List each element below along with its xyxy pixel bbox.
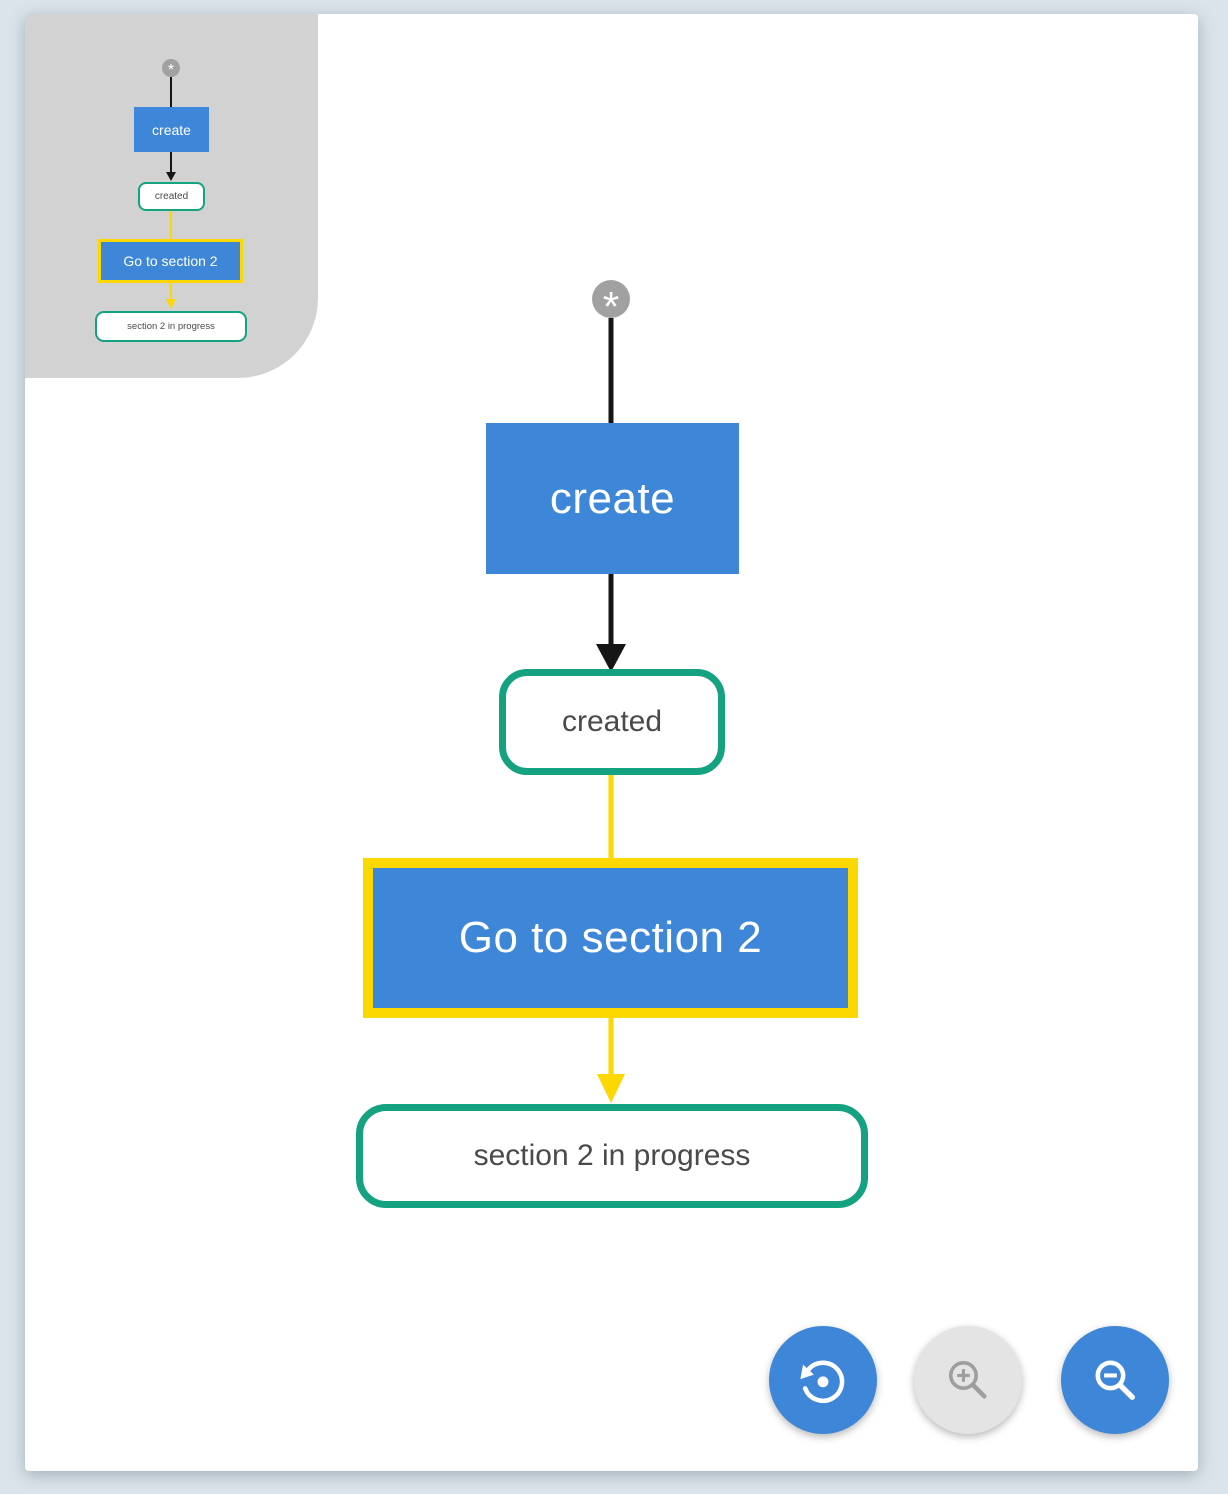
zoom-out-button[interactable]: [1061, 1326, 1169, 1434]
zoom-in-button[interactable]: [914, 1326, 1022, 1434]
restore-view-icon: [800, 1360, 845, 1404]
minimap-transition-label: create: [152, 121, 191, 138]
minimap-transition-label: Go to section 2: [123, 253, 218, 269]
minimap[interactable]: * create created Go to section 2 section…: [25, 14, 318, 378]
minimap-arrowhead-create-created: [166, 172, 176, 181]
minimap-arrowhead-goto-s2ip: [166, 299, 176, 309]
minimap-state-node-section-2-in-progress: section 2 in progress: [95, 311, 247, 342]
start-node[interactable]: *: [592, 280, 630, 327]
state-label: created: [561, 705, 663, 738]
transition-label: create: [549, 473, 676, 523]
state-node-section-2-in-progress[interactable]: section 2 in progress: [356, 1104, 868, 1208]
transition-node-go-to-section-2[interactable]: Go to section 2: [363, 858, 858, 1018]
minimap-start-node: *: [162, 59, 180, 79]
reset-view-button[interactable]: [769, 1326, 877, 1434]
state-node-created[interactable]: created: [499, 669, 725, 775]
transition-label: Go to section 2: [458, 913, 763, 962]
zoom-out-icon: [1095, 1360, 1135, 1400]
minimap-state-label: section 2 in progress: [127, 321, 215, 332]
minimap-transition-node-create: create: [134, 107, 209, 152]
state-label: section 2 in progress: [473, 1139, 751, 1172]
minimap-transition-node-go-to-section-2: Go to section 2: [98, 239, 243, 283]
zoom-in-icon: [948, 1360, 987, 1399]
minimap-state-node-created: created: [138, 182, 205, 211]
minimap-state-label: created: [154, 191, 189, 202]
transition-node-create[interactable]: create: [486, 423, 739, 574]
